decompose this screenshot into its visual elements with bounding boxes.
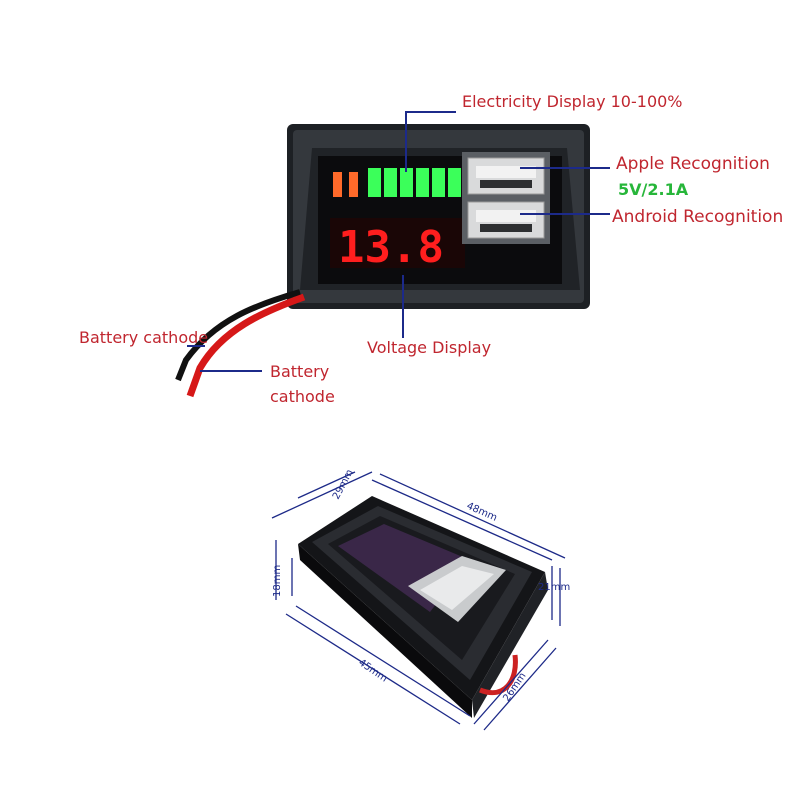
dim-height-right: 21mm (538, 582, 570, 593)
electricity-display-label: Electricity Display 10-100% (462, 92, 683, 111)
dimension-lines (271, 471, 566, 731)
usb-ports (462, 152, 550, 244)
battery-cathode-left-label: Battery cathode (79, 328, 209, 347)
wires (175, 289, 306, 398)
voltage-reading: 13.8 (338, 222, 444, 273)
voltage-display-label: Voltage Display (367, 338, 492, 357)
battery-level-bar (333, 168, 461, 197)
battery-cathode-right-label: Battery cathode (270, 362, 335, 406)
voltmeter-dimension-drawing (298, 496, 548, 718)
pointer-lines (187, 111, 610, 372)
apple-recognition-label: Apple Recognition (616, 154, 770, 174)
dim-height-left: 18mm (272, 565, 283, 597)
dim-depth-top: 29mm (331, 468, 356, 502)
usb-rating-label: 5V/2.1A (618, 180, 689, 199)
voltmeter-front: 13.8 (175, 124, 590, 398)
android-recognition-label: Android Recognition (612, 207, 784, 227)
